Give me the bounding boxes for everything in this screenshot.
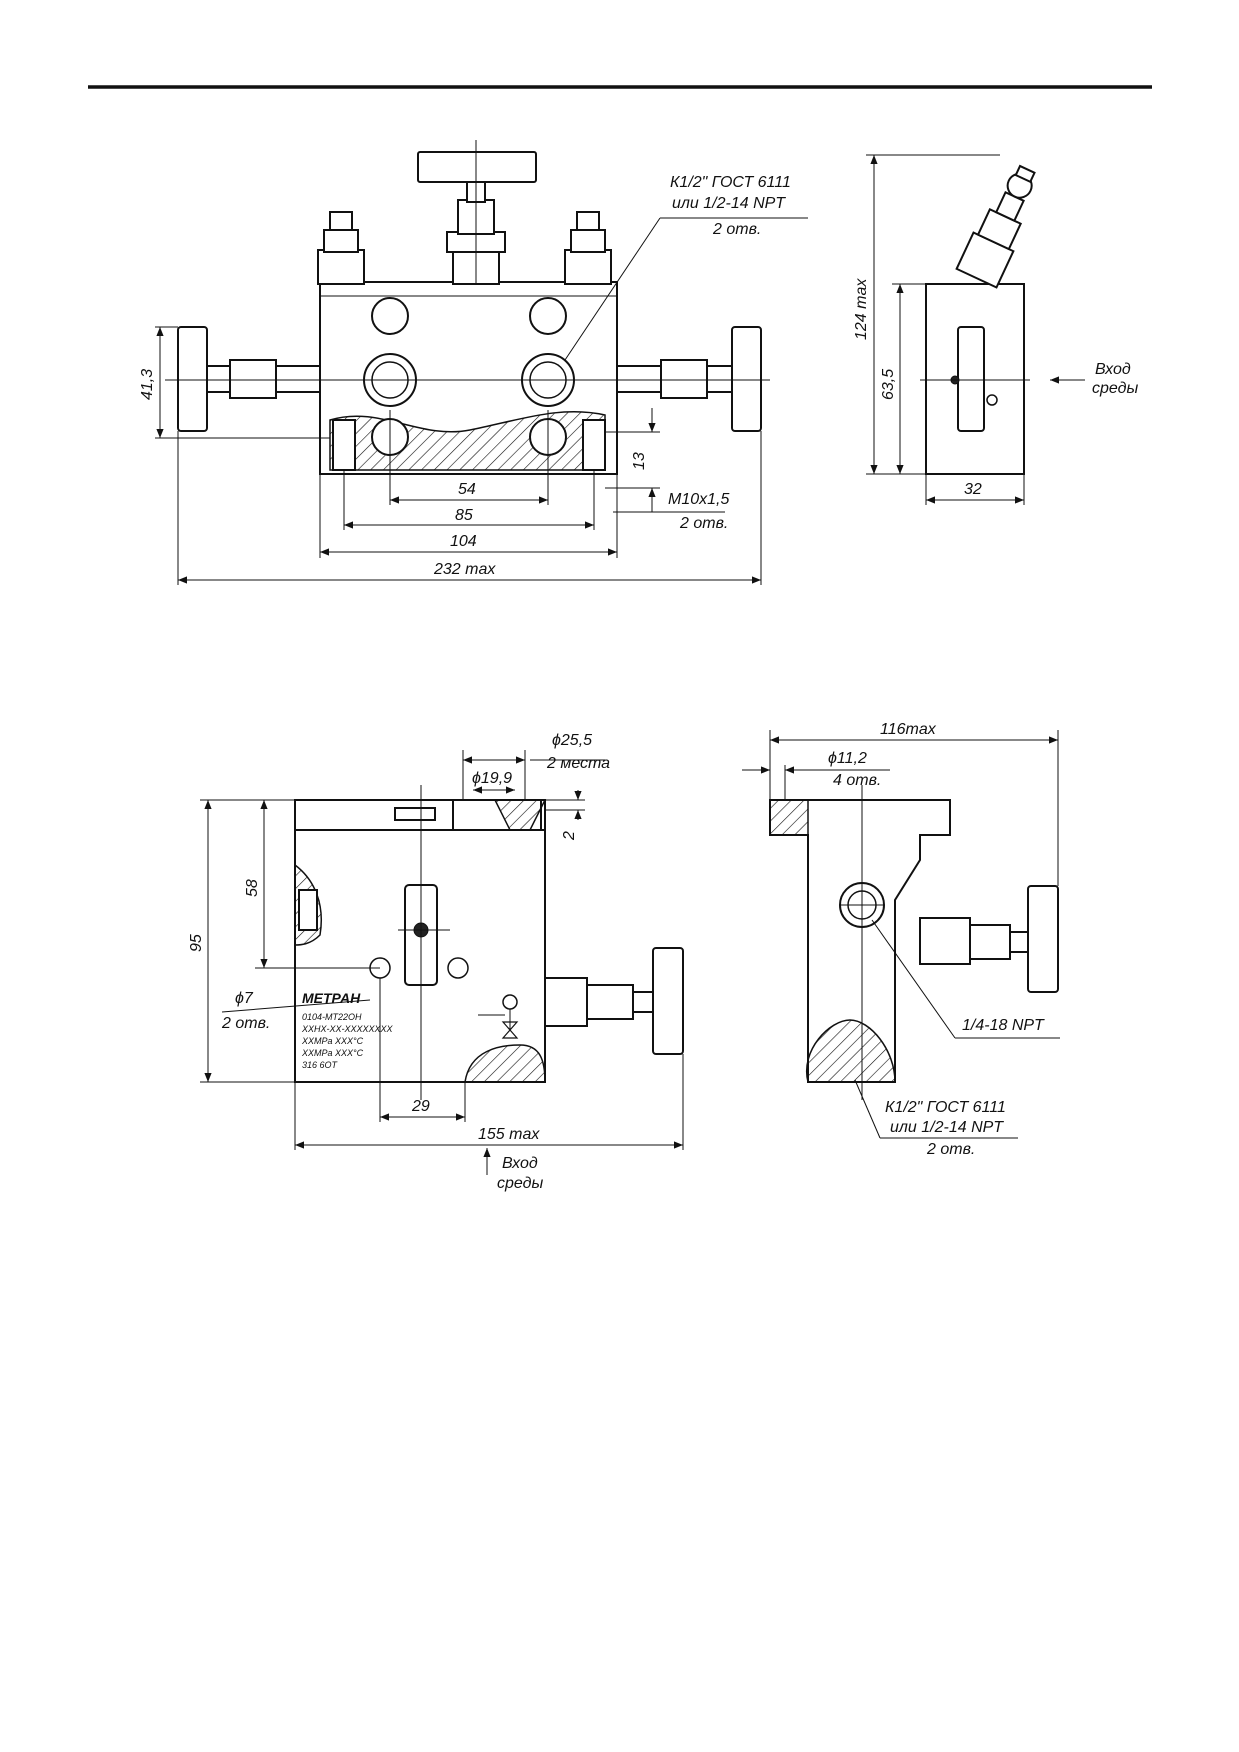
dim-phi11-2-note: 4 отв. [833, 772, 881, 789]
front-view [165, 140, 770, 475]
plate-line2: ХХНХ-ХХ-ХХХХХХХХ [301, 1024, 394, 1034]
front-view-dimensions: 41,3 13 54 85 104 232 max К1/2" ГОСТ 611… [139, 174, 808, 585]
dim-95: 95 [188, 934, 205, 952]
plate-line4: ХХМРа ХХХ°С [301, 1048, 364, 1058]
dim-116: 116max [880, 721, 937, 738]
dim-29: 29 [411, 1098, 430, 1115]
dim-63-5: 63,5 [880, 369, 897, 400]
dim-13: 13 [631, 452, 648, 470]
bottom-inlet-line2: среды [497, 1175, 543, 1192]
dim-32: 32 [964, 481, 982, 498]
thread-callout-line2: или 1/2-14 NPT [672, 195, 786, 212]
dim-phi7: ϕ7 [235, 990, 254, 1007]
side-inlet-line2: среды [1092, 380, 1138, 397]
thread-callout-line3: 2 отв. [712, 221, 761, 238]
dim-85: 85 [455, 507, 473, 524]
end-thread-line2: или 1/2-14 NPT [890, 1119, 1004, 1136]
plate-line1: 0104-МТ22ОН [302, 1012, 362, 1022]
npt-callout: 1/4-18 NPT [962, 1017, 1045, 1034]
bottom-view: МЕТРАН 0104-МТ22ОН ХХНХ-ХХ-ХХХХХХХХ ХХМР… [294, 785, 684, 1100]
end-view [769, 785, 1059, 1100]
dim-58: 58 [244, 879, 261, 897]
dim-124: 124 max [853, 278, 870, 340]
dim-54: 54 [458, 481, 476, 498]
dim-104: 104 [450, 533, 477, 550]
end-thread-line3: 2 отв. [926, 1141, 975, 1158]
dim-phi11-2: ϕ11,2 [828, 750, 867, 767]
thread-callout-line1: К1/2" ГОСТ 6111 [670, 174, 791, 191]
bottom-inlet-line1: Вход [502, 1155, 538, 1172]
end-view-dimensions: 116max ϕ11,2 4 отв. 1/4-18 NPT К1/2" ГОС… [742, 721, 1060, 1158]
side-inlet-line1: Вход [1095, 361, 1131, 378]
plate-line3: ХХМРа ХХХ°С [301, 1036, 364, 1046]
dim-155: 155 max [478, 1126, 540, 1143]
plate-line5: 316 6ОТ [302, 1060, 339, 1070]
dim-phi25-5: ϕ25,5 [552, 732, 592, 749]
m10-callout-line2: 2 отв. [679, 515, 728, 532]
dim-41-3: 41,3 [139, 369, 156, 400]
dim-2: 2 [561, 831, 578, 841]
m10-callout-line1: М10х1,5 [668, 491, 729, 508]
end-thread-line1: К1/2" ГОСТ 6111 [885, 1099, 1006, 1116]
dim-232: 232 max [433, 561, 496, 578]
dim-phi7-note: 2 отв. [221, 1015, 270, 1032]
dim-phi25-5-note: 2 места [546, 755, 610, 772]
side-view: 124 max 63,5 32 Вход среды [853, 154, 1138, 505]
bottom-view-dimensions: ϕ25,5 2 места ϕ19,9 2 58 95 ϕ7 2 отв. 29… [188, 732, 684, 1192]
dim-phi19-9: ϕ19,9 [472, 770, 512, 787]
